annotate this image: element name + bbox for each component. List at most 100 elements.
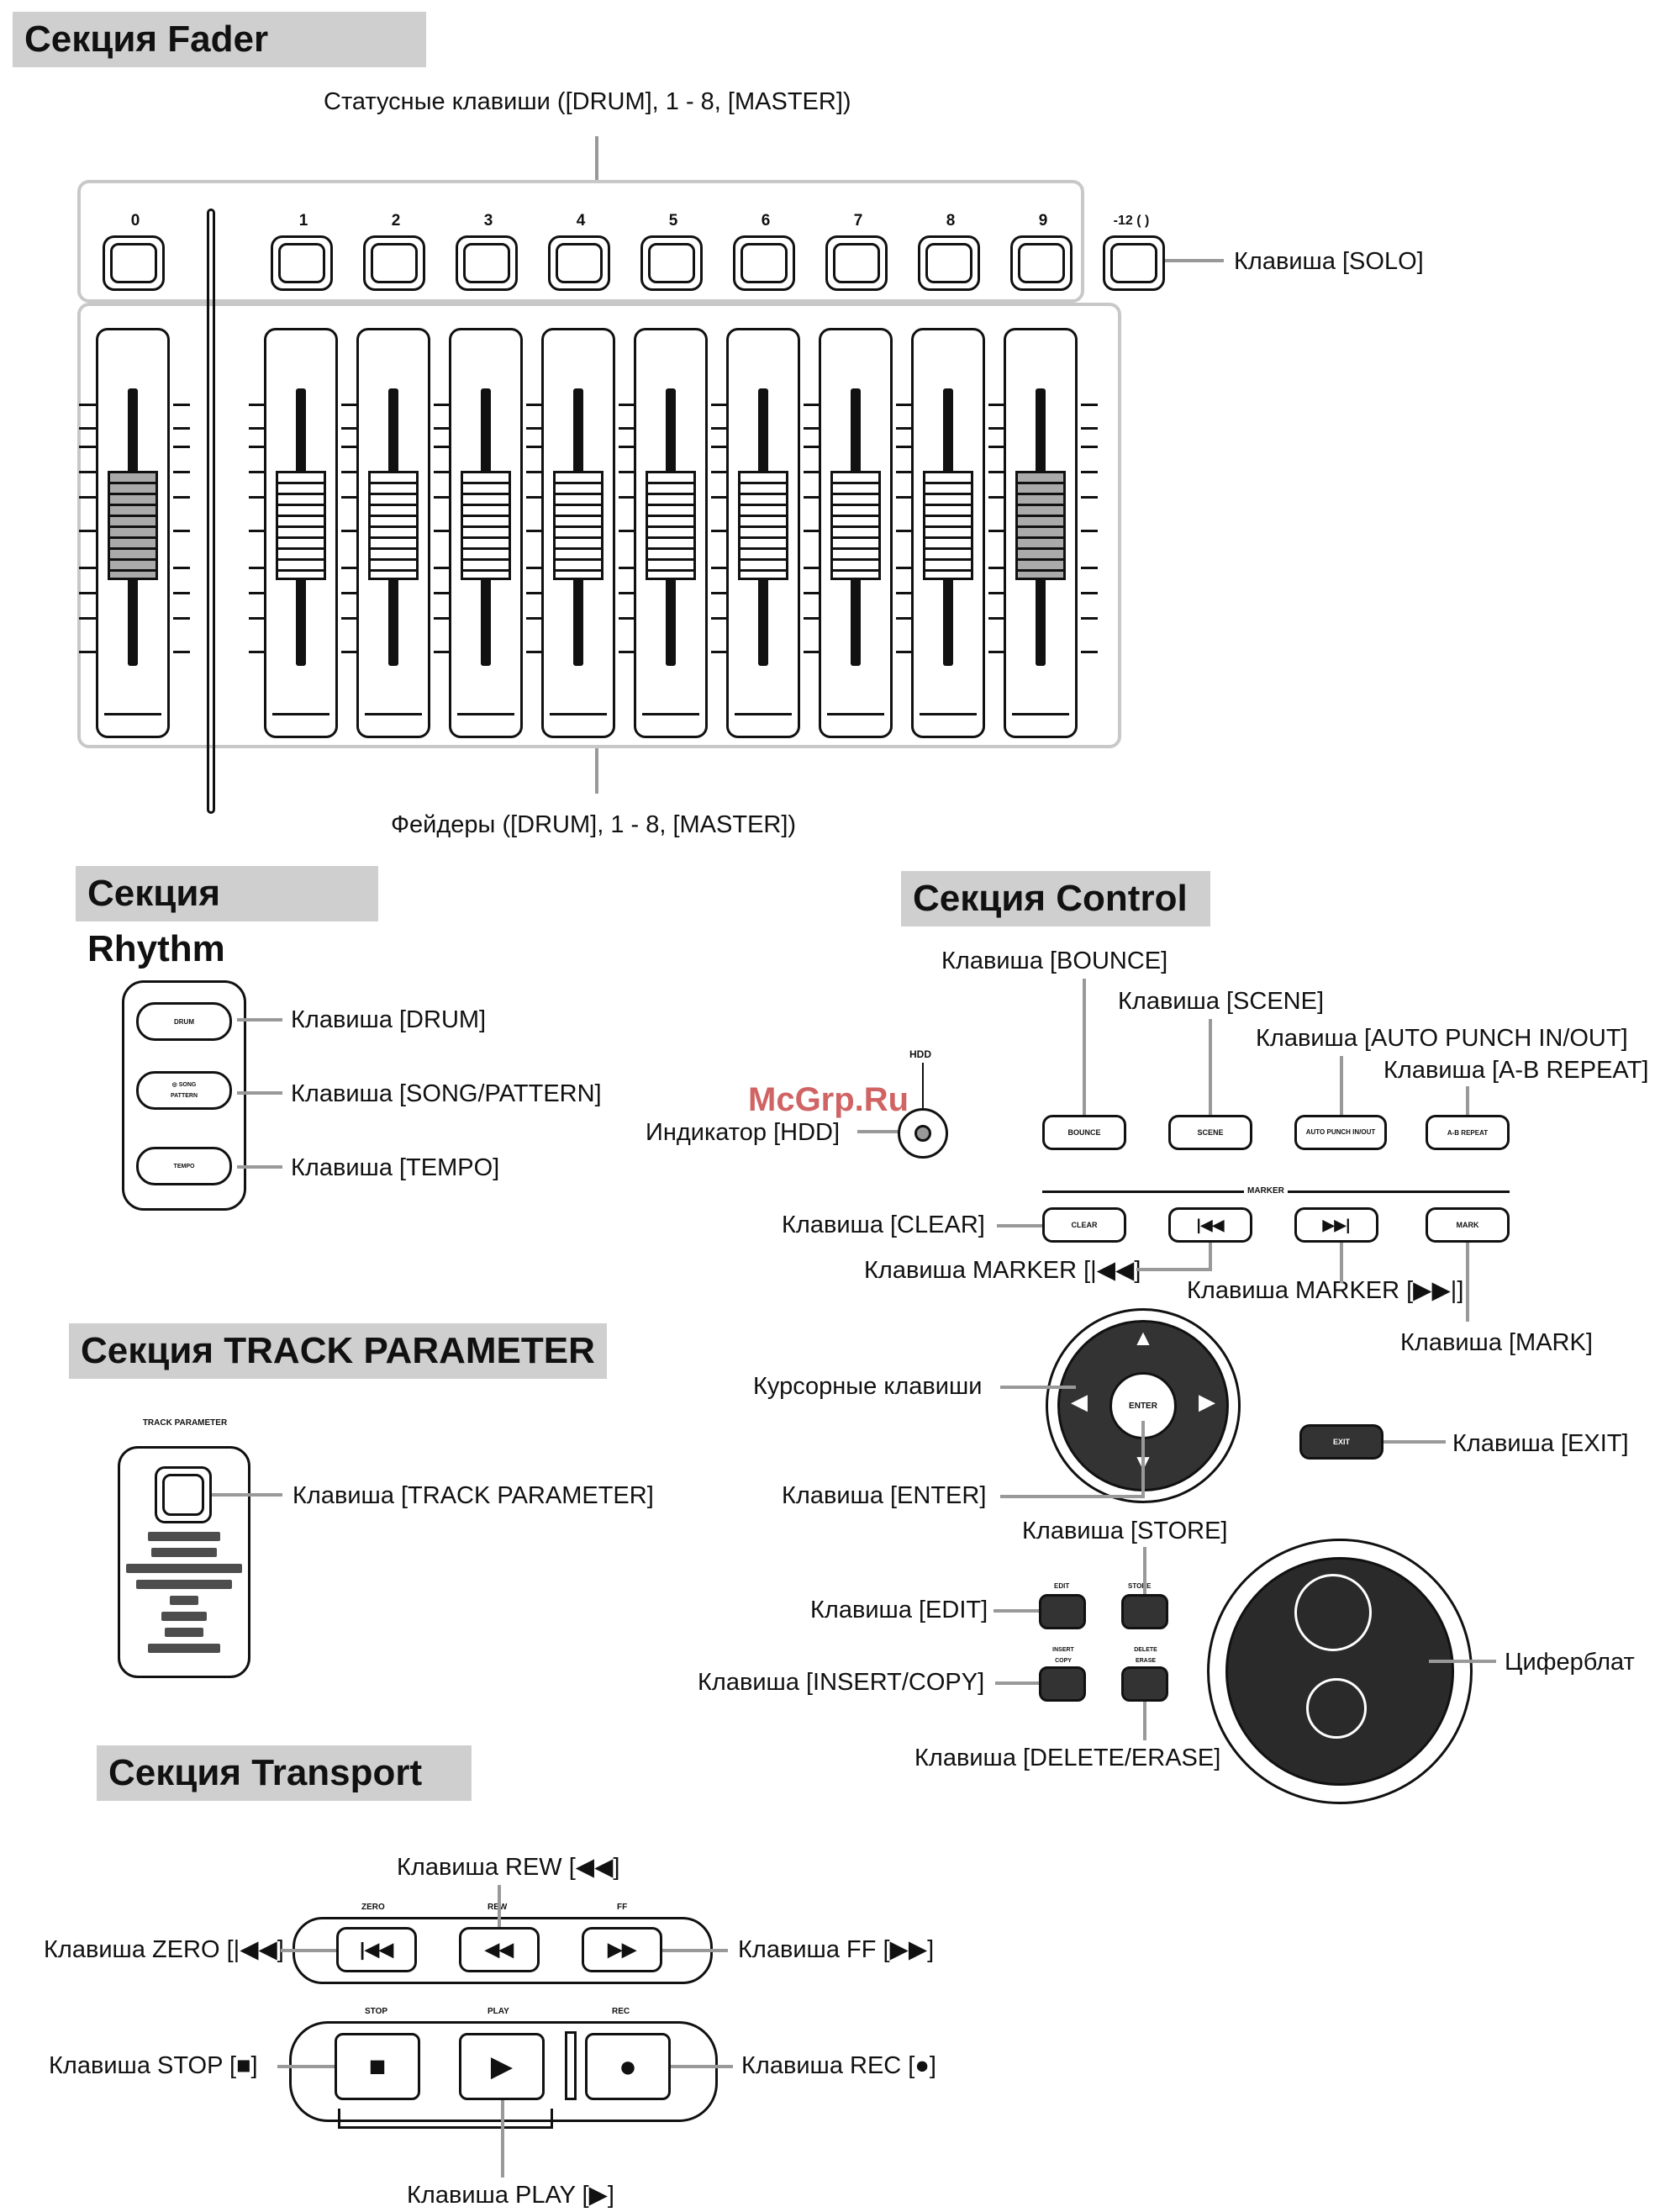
fader-scale-tick [79,530,96,532]
fader-scale-tick [341,471,358,473]
stop-button[interactable]: ■ [335,2033,420,2100]
clear-key-label: Клавиша [CLEAR] [782,1212,985,1238]
track-6-fader-knob[interactable] [738,471,788,580]
drum-fader-knob[interactable] [108,471,158,580]
clear-key[interactable]: CLEAR [1042,1207,1126,1243]
fader-scale-tick [341,496,358,499]
bounce-key-label: Клавиша [BOUNCE] [941,948,1168,974]
fader-scale-tick [711,651,728,653]
cursor-left-key[interactable]: ◀ [1071,1389,1088,1414]
store-key[interactable] [1121,1594,1168,1629]
track-4-status-key[interactable] [548,235,610,291]
fader-scale-tick [249,617,266,620]
fader-scale-tick [988,404,1005,406]
track-2-status-key[interactable] [363,235,425,291]
insert-copy-key[interactable] [1039,1666,1086,1702]
drum-key[interactable]: DRUM [136,1002,232,1041]
tempo-key[interactable]: TEMPO [136,1147,232,1185]
track-5-status-key[interactable] [640,235,703,291]
song-pattern-key-label: Клавиша [SONG/PATTERN] [291,1080,602,1107]
track-3-fader-knob[interactable] [461,471,511,580]
hdd-led [914,1125,931,1142]
marker-next-key[interactable]: ▶▶| [1294,1207,1378,1243]
mark-key[interactable]: MARK [1426,1207,1510,1243]
ab-repeat-key[interactable]: A-B REPEAT [1426,1115,1510,1150]
delete-erase-key-label: Клавиша [DELETE/ERASE] [914,1745,1221,1771]
fader-scale-tick [619,617,635,620]
play-button[interactable]: ▶ [459,2033,545,2100]
track-8-fader-knob[interactable] [923,471,973,580]
track-8-status-key[interactable] [918,235,980,291]
solo-key-number: -12 ( ) [1113,214,1150,228]
scene-key[interactable]: SCENE [1168,1115,1252,1150]
master-fader-knob[interactable] [1015,471,1066,580]
fader-scale-tick [619,651,635,653]
fader-scale-tick [896,592,913,594]
ff-button[interactable]: ▶▶ [582,1927,662,1972]
fader-scale-tick [1081,651,1098,653]
master-status-key[interactable] [1010,235,1073,291]
bounce-key[interactable]: BOUNCE [1042,1115,1126,1150]
track-1-fader-knob[interactable] [276,471,326,580]
fader-scale-tick [711,530,728,532]
fader-scale-tick [249,496,266,499]
cursor-right-key[interactable]: ▶ [1199,1389,1215,1414]
key-number-5: 5 [668,212,678,230]
delete-erase-key[interactable] [1121,1666,1168,1702]
track-3-status-key[interactable] [456,235,518,291]
status-keys-frame [77,180,1084,303]
auto-punch-key[interactable]: AUTO PUNCH IN/OUT [1294,1115,1387,1150]
fader-scale-tick [804,446,820,448]
fader-scale-tick [173,567,190,569]
track-5-fader-knob[interactable] [646,471,696,580]
track-6-status-key[interactable] [733,235,795,291]
track-7-fader-end [827,713,884,715]
fader-scale-tick [341,617,358,620]
fader-scale-tick [79,496,96,499]
fader-scale-tick [79,427,96,430]
track-2-fader-knob[interactable] [368,471,419,580]
fader-scale-tick [619,496,635,499]
track-parameter-device-header: TRACK PARAMETER [142,1418,228,1428]
track-parameter-key[interactable] [155,1466,212,1523]
fader-scale-tick [526,427,543,430]
fader-scale-tick [249,592,266,594]
marker-prev-key[interactable]: |◀◀ [1168,1207,1252,1243]
fader-scale-tick [1081,471,1098,473]
fader-scale-tick [173,471,190,473]
marker-device-label: MARKER [1244,1185,1288,1196]
edit-device-label: EDIT [1054,1582,1070,1590]
track-7-fader-knob[interactable] [830,471,881,580]
fader-scale-tick [988,592,1005,594]
fader-scale-tick [173,446,190,448]
track-4-fader-knob[interactable] [553,471,603,580]
exit-key[interactable]: EXIT [1299,1424,1383,1460]
rec-label: Клавиша REC [●] [741,2052,936,2079]
track-7-status-key[interactable] [825,235,888,291]
edit-key[interactable] [1039,1594,1086,1629]
zero-label: Клавиша ZERO [|◀◀] [44,1936,284,1963]
drum-key-label: Клавиша [DRUM] [291,1006,487,1033]
cursor-up-key[interactable]: ▲ [1132,1325,1154,1350]
rew-button[interactable]: ◀◀ [459,1927,540,1972]
key-number-4: 4 [576,212,586,230]
fader-scale-tick [619,567,635,569]
fader-scale-tick [526,567,543,569]
fader-scale-tick [434,496,451,499]
fader-scale-tick [988,651,1005,653]
fader-scale-tick [434,471,451,473]
fader-scale-tick [434,427,451,430]
track-1-status-key[interactable] [271,235,333,291]
zero-button[interactable]: |◀◀ [336,1927,417,1972]
key-number-2: 2 [391,212,401,230]
fader-scale-tick [526,471,543,473]
status-keys-label: Статусные клавиши ([DRUM], 1 - 8, [MASTE… [324,88,851,115]
rec-button[interactable]: ● [585,2033,671,2100]
fader-scale-tick [804,617,820,620]
fader-scale-tick [173,617,190,620]
key-number-1: 1 [298,212,308,230]
track-parameter-key-label: Клавиша [TRACK PARAMETER] [293,1482,654,1509]
solo-key[interactable] [1103,235,1165,291]
drum-status-key[interactable] [103,235,165,291]
